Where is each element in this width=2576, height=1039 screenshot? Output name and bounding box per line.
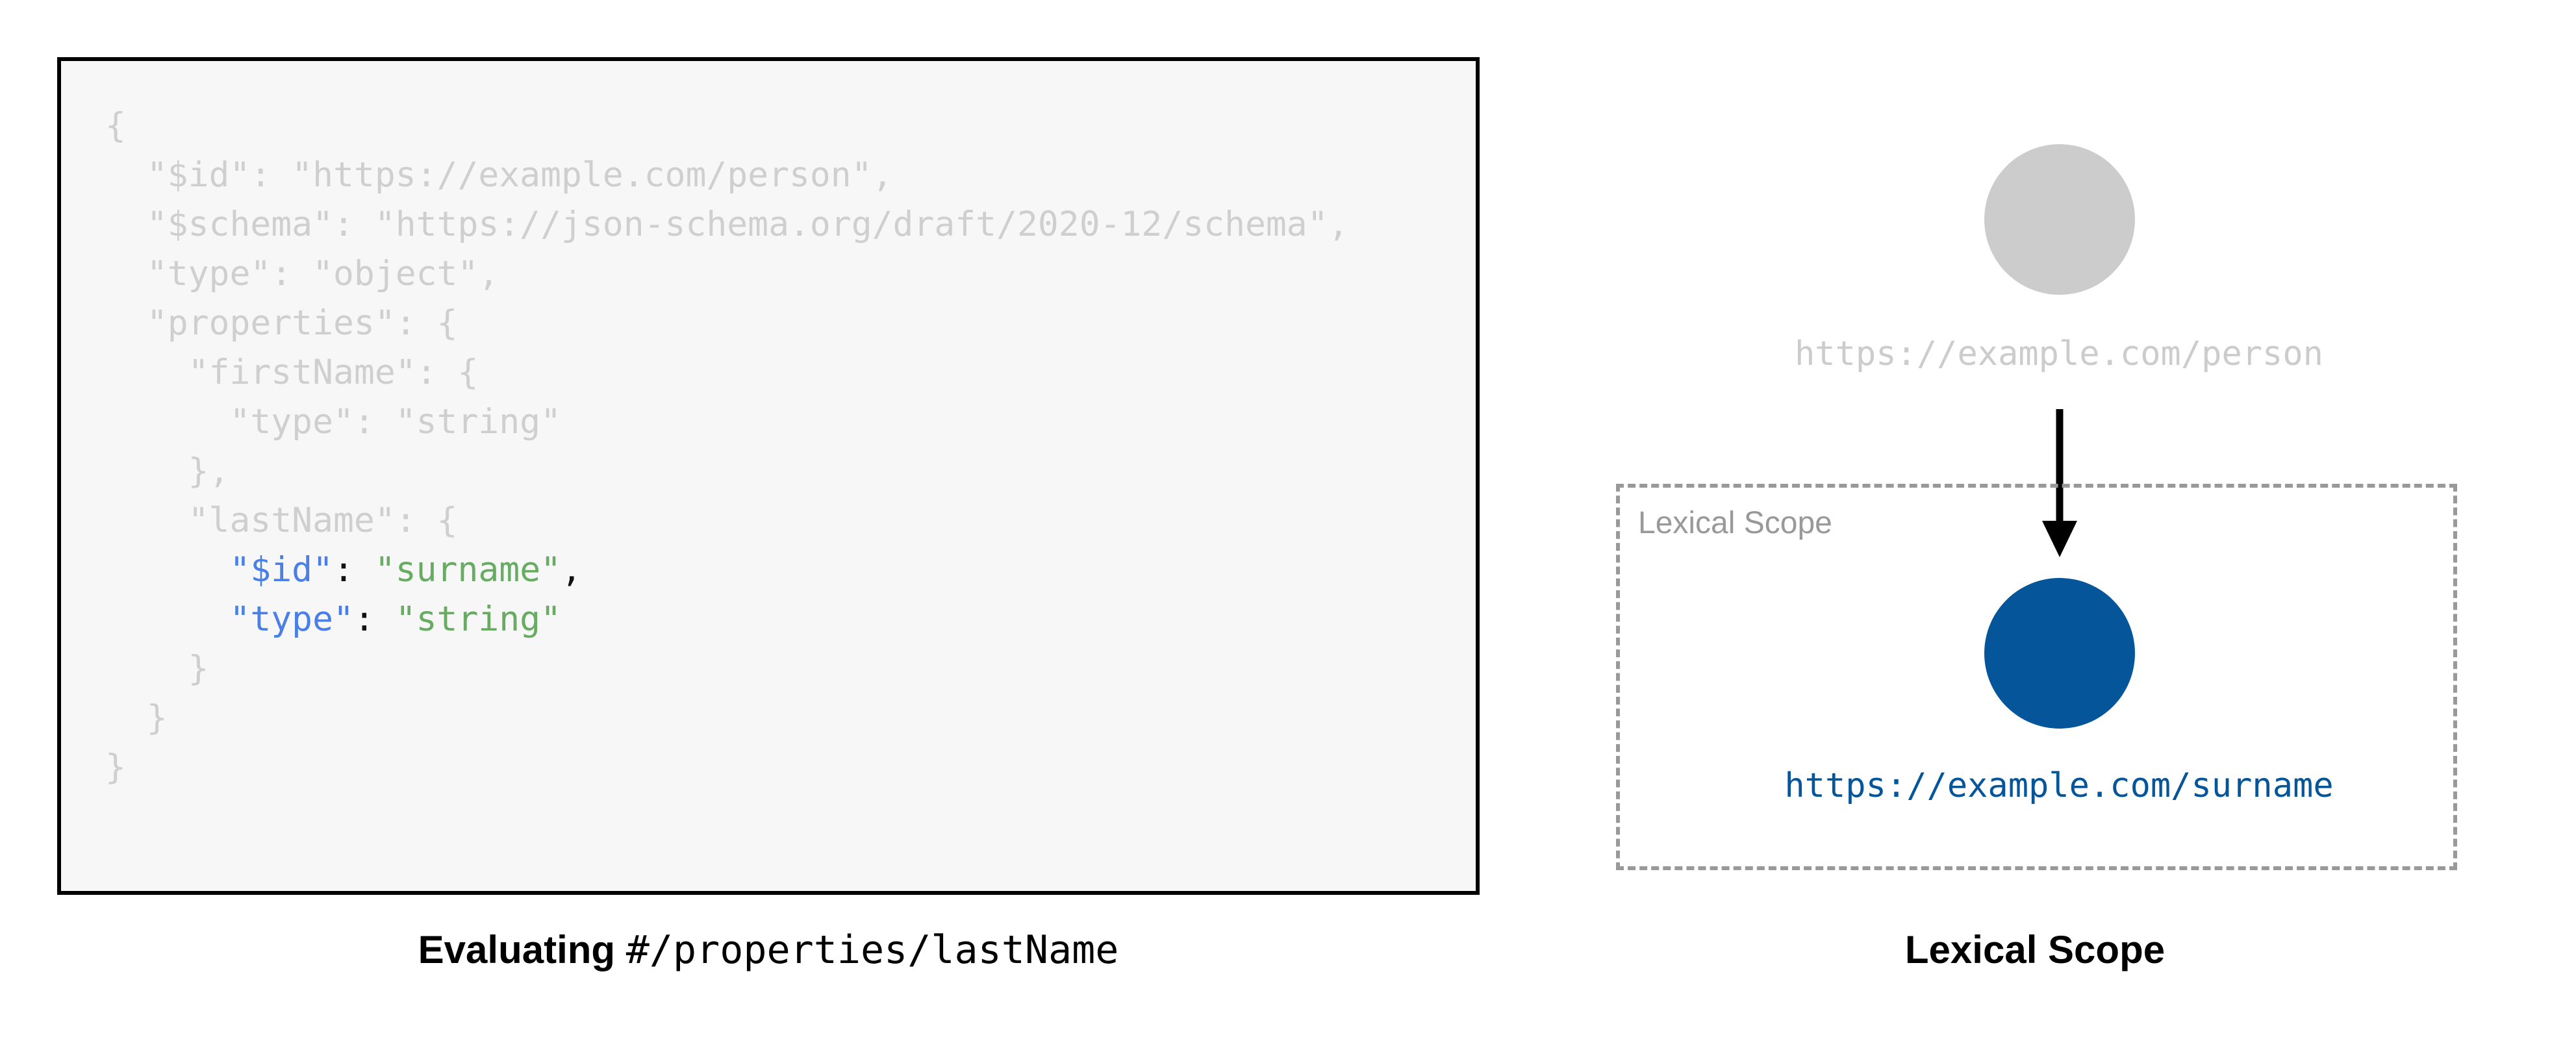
code-line: "$schema": "https://json-schema.org/draf…: [105, 200, 1349, 249]
lexical-scope-diagram-panel: https://example.com/person Lexical Scope…: [1494, 0, 2576, 1039]
right-panel-caption: Lexical Scope: [1904, 928, 2166, 971]
lexical-scope-boundary: [1616, 484, 2457, 870]
code-line: "$id": "https://example.com/person",: [105, 151, 1349, 200]
code-token-dim: {: [105, 106, 126, 145]
code-token-punc: :: [353, 599, 396, 639]
code-token-key: "$id": [229, 550, 333, 590]
node-person-circle-icon: [1984, 144, 2135, 295]
code-token-dim: }: [105, 747, 126, 787]
code-token-dim: "type": "string": [105, 402, 561, 442]
code-token-dim: "lastName": {: [105, 501, 458, 540]
code-token-dim: "$schema": "https://json-schema.org/draf…: [105, 205, 1349, 244]
code-line: },: [105, 447, 1349, 496]
code-line: "firstName": {: [105, 348, 1349, 397]
code-token-dim: [105, 599, 229, 639]
code-token-dim: "firstName": {: [105, 353, 479, 392]
code-token-dim: "properties": {: [105, 303, 458, 343]
code-line: "lastName": {: [105, 496, 1349, 545]
downward-arrow-icon: [2042, 409, 2077, 557]
code-line: "type": "string": [105, 595, 1349, 644]
json-schema-code-card: { "$id": "https://example.com/person", "…: [57, 57, 1480, 895]
json-schema-code-block: { "$id": "https://example.com/person", "…: [105, 101, 1349, 792]
node-surname-circle-icon: [1984, 578, 2135, 729]
code-token-dim: },: [105, 451, 230, 491]
code-token-punc: ,: [561, 550, 582, 590]
code-line: "type": "object",: [105, 249, 1349, 299]
evaluating-panel: { "$id": "https://example.com/person", "…: [57, 57, 1480, 973]
code-line: }: [105, 694, 1349, 743]
left-caption-pointer-text: #/properties/lastName: [625, 927, 1119, 973]
lexical-scope-inline-label: Lexical Scope: [1638, 506, 1832, 540]
code-token-key: "type": [229, 599, 354, 639]
code-token-punc: :: [333, 550, 375, 590]
code-token-dim: [105, 550, 229, 590]
code-line: }: [105, 743, 1349, 792]
code-token-dim: "type": "object",: [105, 254, 499, 294]
code-line: "$id": "surname",: [105, 545, 1349, 595]
code-line: "properties": {: [105, 299, 1349, 348]
left-caption-bold-text: Evaluating: [418, 928, 626, 971]
code-token-dim: }: [105, 649, 209, 688]
left-panel-caption: Evaluating #/properties/lastName: [57, 927, 1480, 973]
node-person-label: https://example.com/person: [1795, 334, 2323, 373]
node-surname-label: https://example.com/surname: [1784, 766, 2334, 805]
code-token-val: "surname": [374, 550, 562, 590]
code-token-dim: "$id": "https://example.com/person",: [105, 155, 893, 195]
code-token-val: "string": [395, 599, 562, 639]
code-token-dim: }: [105, 698, 168, 738]
code-line: }: [105, 644, 1349, 694]
code-line: "type": "string": [105, 397, 1349, 447]
code-line: {: [105, 101, 1349, 151]
